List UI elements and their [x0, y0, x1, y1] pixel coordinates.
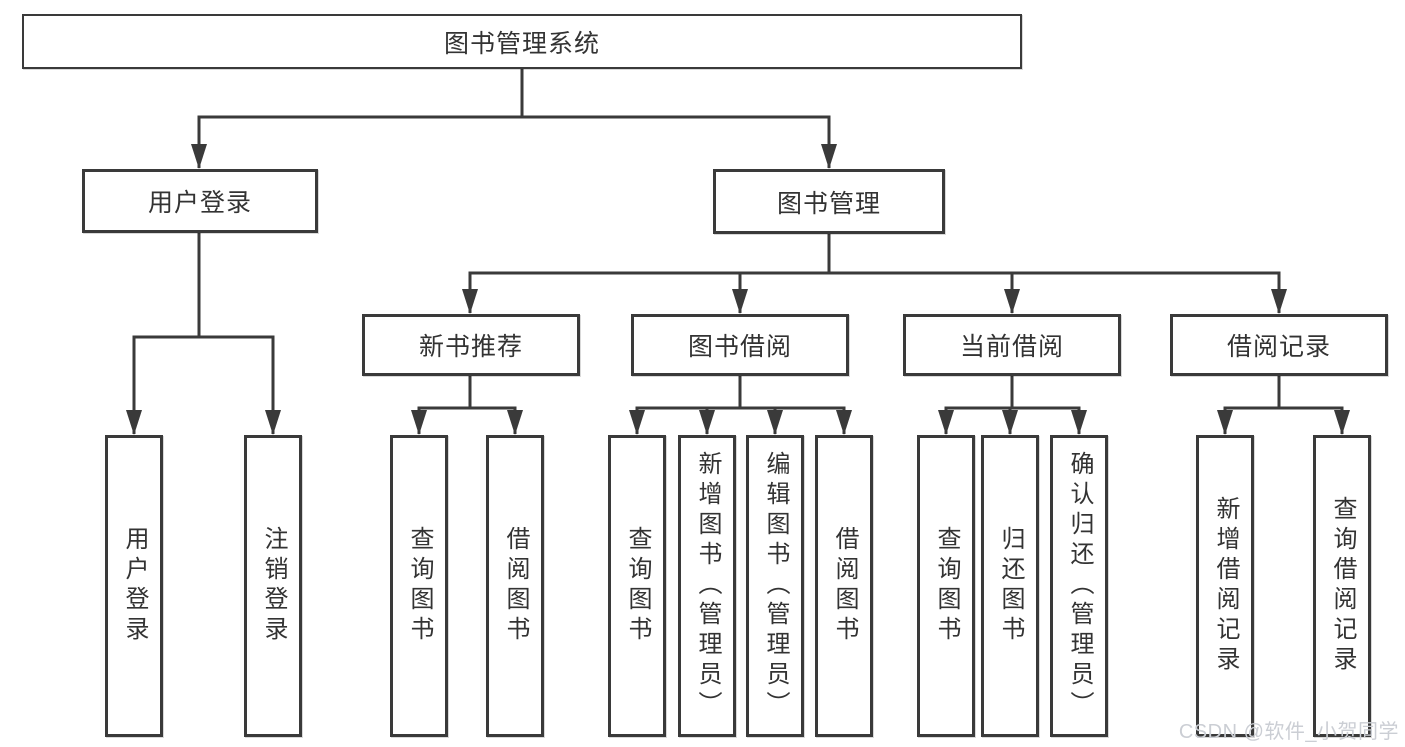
- leaf-confirm-return-admin: 确认归还（管理员）: [1050, 435, 1108, 737]
- connector-user-login-to-leaves: [132, 233, 275, 434]
- connector-book-borrow-to-leaves: [635, 376, 846, 434]
- arrow-down-icon: [1004, 289, 1020, 314]
- arrow-down-icon: [1217, 410, 1233, 435]
- arrow-down-icon: [265, 410, 281, 435]
- leaf-query-books-recommend: 查询图书: [390, 435, 448, 737]
- node-new-book-recommend: 新书推荐: [362, 314, 580, 376]
- arrow-down-icon: [462, 289, 478, 314]
- leaf-confirm-return-admin-label: 确认归还（管理员）: [1066, 451, 1093, 721]
- node-borrow-records: 借阅记录: [1170, 314, 1388, 376]
- leaf-add-book-admin: 新增图书（管理员）: [678, 435, 736, 737]
- connector-root-to-level2: [197, 69, 831, 168]
- connector-book-management-to-level3: [468, 234, 1281, 313]
- arrow-down-icon: [699, 410, 715, 435]
- leaf-add-book-admin-label: 新增图书（管理员）: [694, 451, 721, 721]
- leaf-query-books-current: 查询图书: [917, 435, 975, 737]
- leaf-borrow-books: 借阅图书: [815, 435, 873, 737]
- arrow-down-icon: [821, 144, 837, 169]
- leaf-query-books-borrow: 查询图书: [608, 435, 666, 737]
- watermark: CSDN @软件_小贺同学: [1178, 721, 1399, 743]
- leaf-query-borrow-record: 查询借阅记录: [1313, 435, 1371, 737]
- arrow-down-icon: [836, 410, 852, 435]
- connector-new-book-recommend-to-leaves: [417, 376, 517, 434]
- node-user-login: 用户登录: [82, 169, 318, 233]
- leaf-borrow-books-recommend-label: 借阅图书: [502, 526, 529, 646]
- arrow-down-icon: [732, 289, 748, 314]
- arrow-down-icon: [938, 410, 954, 435]
- connector-borrow-records-to-leaves: [1223, 376, 1344, 434]
- arrow-down-icon: [1334, 410, 1350, 435]
- arrow-down-icon: [411, 410, 427, 435]
- leaf-query-books-current-label: 查询图书: [933, 526, 960, 646]
- leaf-borrow-books-recommend: 借阅图书: [486, 435, 544, 737]
- leaf-logout-label: 注销登录: [260, 526, 287, 646]
- leaf-query-books-recommend-label: 查询图书: [406, 526, 433, 646]
- leaf-return-book: 归还图书: [981, 435, 1039, 737]
- leaf-query-books-borrow-label: 查询图书: [624, 526, 651, 646]
- arrow-down-icon: [1002, 410, 1018, 435]
- leaf-add-borrow-record-label: 新增借阅记录: [1212, 496, 1239, 676]
- node-current-borrow: 当前借阅: [903, 314, 1121, 376]
- leaf-logout: 注销登录: [244, 435, 302, 737]
- leaf-query-borrow-record-label: 查询借阅记录: [1329, 496, 1356, 676]
- arrow-down-icon: [126, 410, 142, 435]
- arrow-down-icon: [629, 410, 645, 435]
- leaf-add-borrow-record: 新增借阅记录: [1196, 435, 1254, 737]
- leaf-edit-book-admin: 编辑图书（管理员）: [746, 435, 804, 737]
- arrowheads-group: [126, 144, 1350, 435]
- arrow-down-icon: [1071, 410, 1087, 435]
- leaf-edit-book-admin-label: 编辑图书（管理员）: [762, 451, 789, 721]
- leaf-return-book-label: 归还图书: [997, 526, 1024, 646]
- arrow-down-icon: [191, 144, 207, 169]
- node-library-management-system: 图书管理系统: [22, 14, 1022, 69]
- leaf-user-login-label: 用户登录: [121, 526, 148, 646]
- connector-group: [132, 69, 1344, 434]
- arrow-down-icon: [767, 410, 783, 435]
- node-book-borrow: 图书借阅: [631, 314, 849, 376]
- leaf-borrow-books-label: 借阅图书: [831, 526, 858, 646]
- arrow-down-icon: [1271, 289, 1287, 314]
- arrow-down-icon: [507, 410, 523, 435]
- node-book-management: 图书管理: [713, 169, 945, 234]
- leaf-user-login: 用户登录: [105, 435, 163, 737]
